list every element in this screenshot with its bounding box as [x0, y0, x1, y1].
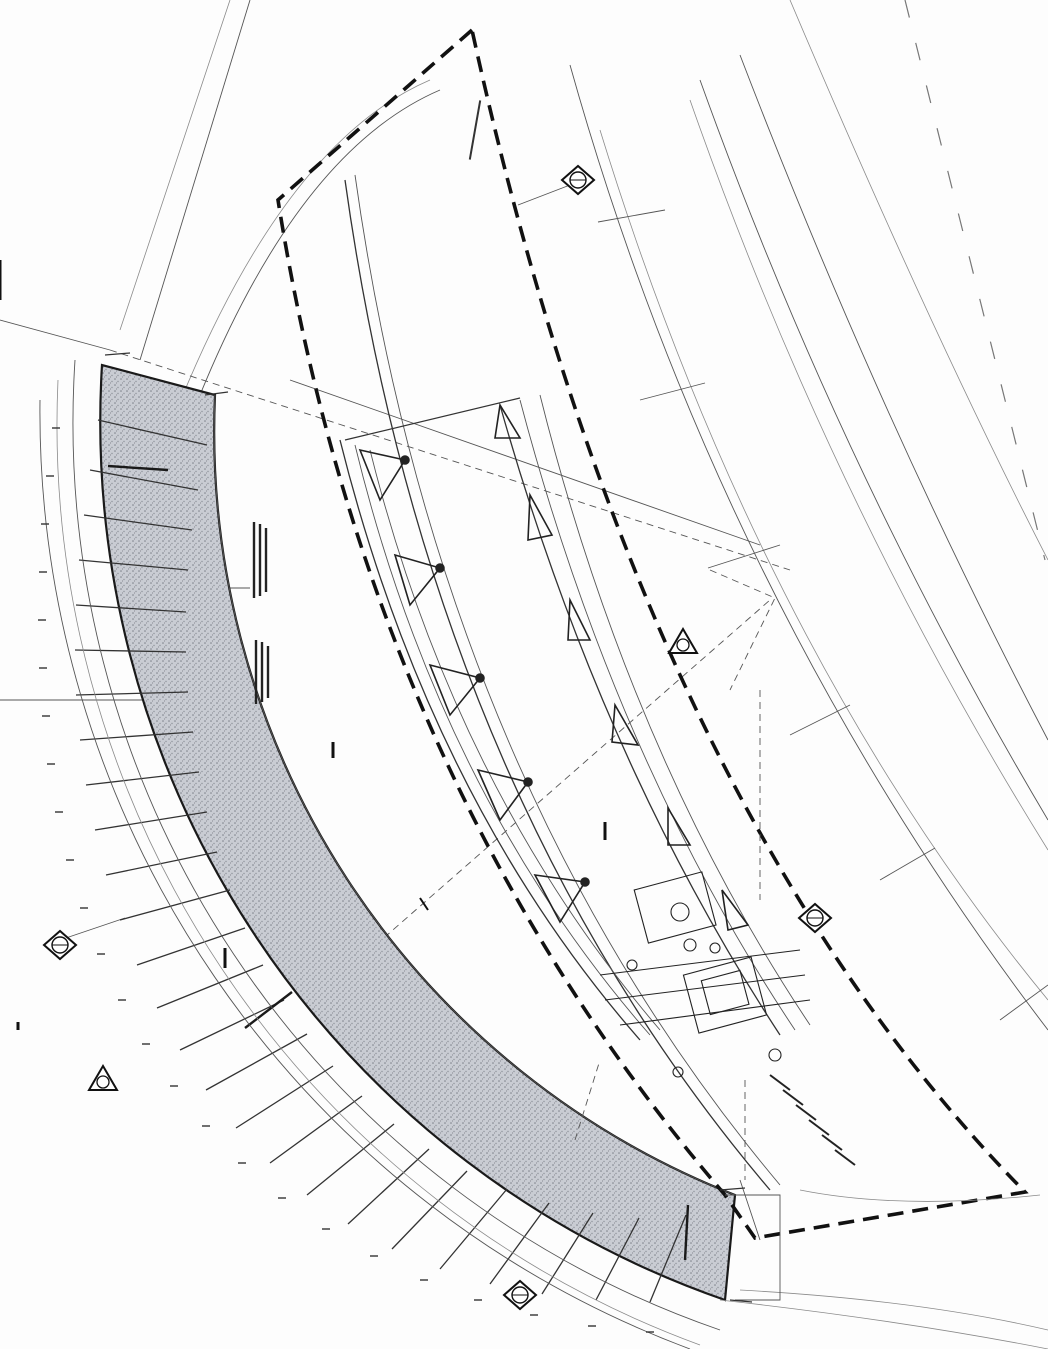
lane-dash-line: [904, 0, 1046, 561]
dashed-zone: [574, 569, 776, 1180]
service-block: [599, 871, 811, 1078]
callout-notes: [0, 100, 607, 1030]
elevation-marker-mid: [667, 627, 699, 654]
section-marker-bottom: [502, 1279, 538, 1311]
dimension-ticks: [38, 427, 654, 1333]
project-boundary: [276, 26, 1029, 1240]
track-radial-dividers: [597, 209, 1048, 1021]
section-marker-left: [42, 929, 78, 961]
outer-road-arcs: [569, 0, 1048, 1031]
section-marker-top: [560, 164, 596, 196]
grandstand-seating: [74, 363, 737, 1303]
wall-dimension-ticks: [104, 352, 753, 1303]
elevation-marker-lower-left: [87, 1064, 119, 1091]
detail-markers: [42, 164, 833, 1311]
ramp-hatch: [769, 1074, 856, 1166]
bleacher-dimension-arcs: [39, 359, 1048, 1349]
upper-left-lines: [0, 0, 441, 396]
section-marker-right: [797, 902, 833, 934]
canopy-supports: [358, 402, 750, 931]
